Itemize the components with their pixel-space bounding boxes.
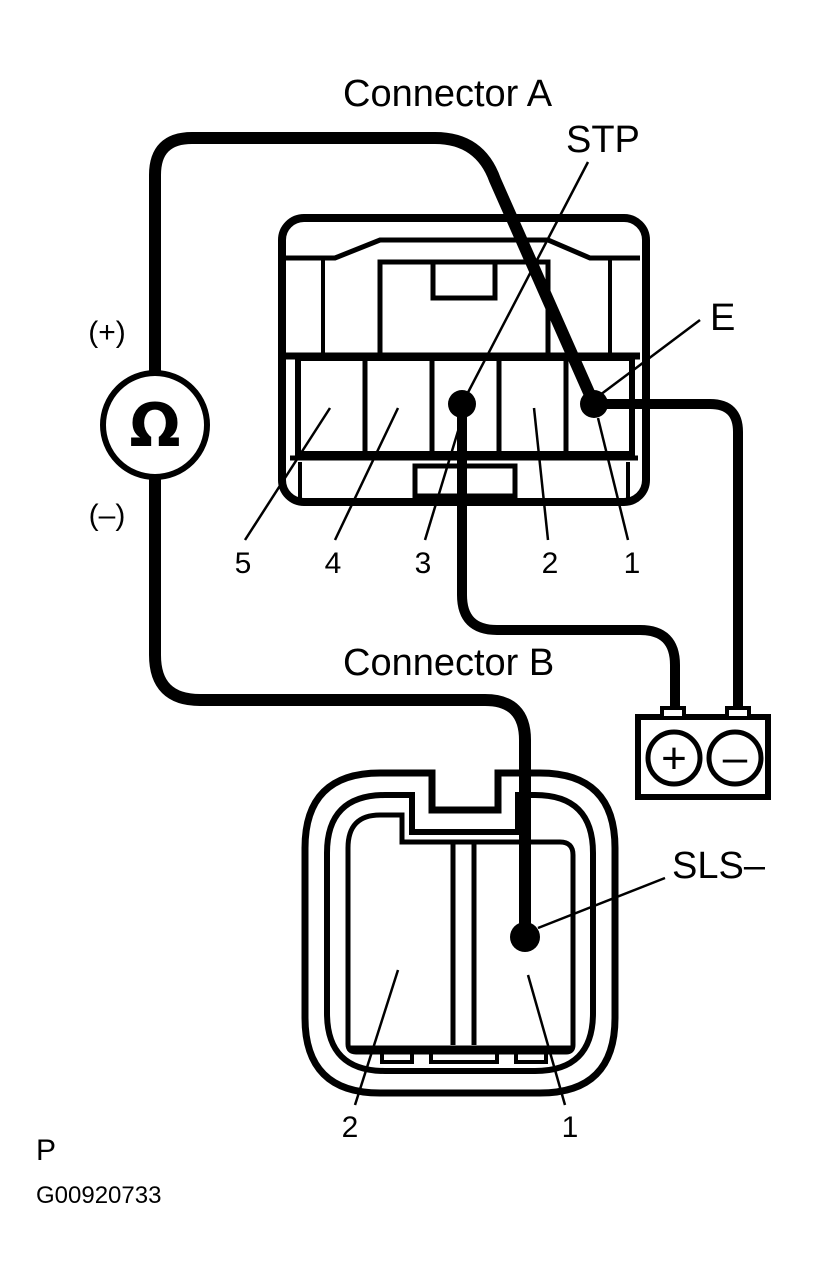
view-code-label: P — [36, 1134, 56, 1167]
test-wires — [149, 132, 743, 941]
figure-id-label: G00920733 — [36, 1182, 161, 1209]
connector-b-pin-2: 2 — [342, 1111, 359, 1144]
battery-plus-symbol: + — [661, 734, 687, 783]
battery-minus-symbol: – — [723, 733, 748, 782]
leader-lines — [243, 161, 701, 1106]
ohm-symbol: Ω — [129, 391, 180, 461]
battery-negative-terminal-icon — [706, 729, 764, 787]
terminal-sls-dot — [510, 922, 540, 952]
battery-positive-lead — [457, 399, 680, 720]
battery: + – — [635, 706, 771, 800]
terminal-sls-label: SLS– — [672, 845, 766, 887]
connector-b-housing — [301, 769, 619, 1097]
connector-a-title: Connector A — [343, 73, 553, 115]
connector-a-pin-1: 1 — [624, 547, 641, 580]
connector-a-pin-2: 2 — [542, 547, 559, 580]
terminal-e-label: E — [710, 297, 735, 339]
ohmmeter: Ω — [100, 370, 210, 480]
connector-a-pin-3: 3 — [415, 547, 432, 580]
ohmmeter-positive-lead — [149, 132, 600, 410]
ohmmeter-negative-label: (–) — [89, 499, 126, 532]
connector-b-title: Connector B — [343, 642, 554, 684]
battery-positive-terminal-icon — [645, 729, 703, 787]
ohmmeter-negative-lead — [149, 472, 531, 941]
connector-b-pin-1: 1 — [562, 1111, 579, 1144]
terminal-stp-label: STP — [566, 119, 640, 161]
battery-negative-lead — [589, 399, 743, 720]
connector-a-pin-4: 4 — [325, 547, 342, 580]
connector-a-pin-5: 5 — [235, 547, 252, 580]
terminal-e-dot — [580, 390, 608, 418]
ohmmeter-positive-label: (+) — [88, 316, 126, 349]
